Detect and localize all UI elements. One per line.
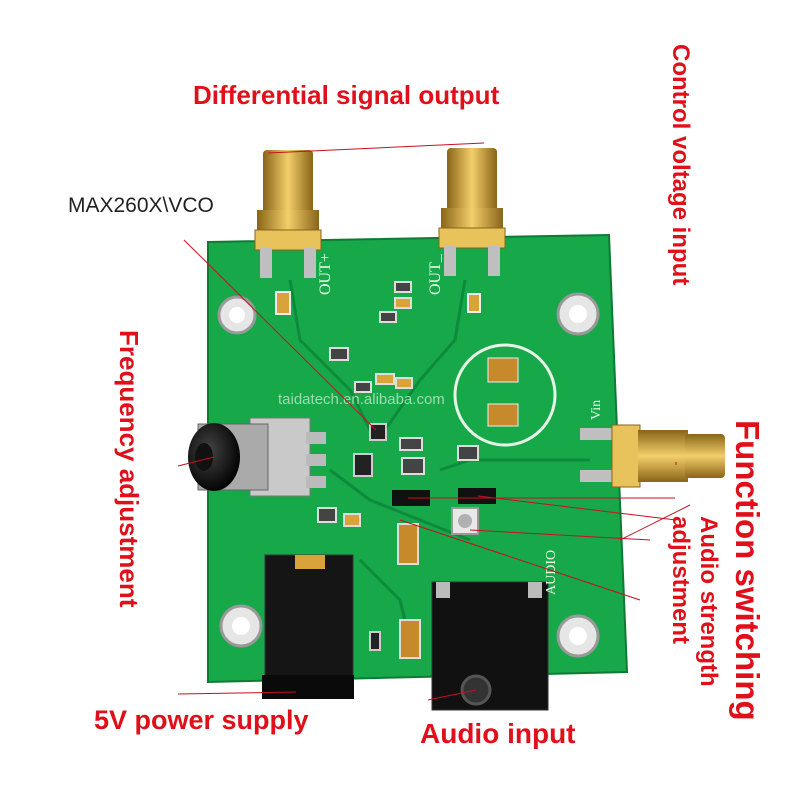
label-function-switching: Function switching <box>729 420 766 721</box>
sma-connector-out-plus <box>254 150 322 278</box>
silk-out-plus: OUT+ <box>317 253 334 295</box>
smd-components <box>275 281 481 659</box>
sma-connector-out-minus <box>438 148 506 276</box>
pointer-lines <box>177 142 691 701</box>
mounting-holes <box>217 292 600 658</box>
silk-out-minus: OUT_ <box>427 253 444 295</box>
label-audio-input: Audio input <box>420 718 576 749</box>
dc-power-jack <box>262 554 354 699</box>
label-control-voltage: Control voltage input <box>667 44 694 286</box>
audio-jack <box>431 581 549 711</box>
silk-audio: AUDIO <box>544 550 559 595</box>
label-chip-name: MAX260X\VCO <box>68 194 214 217</box>
label-frequency-adjustment: Frequency adjustment <box>114 330 144 608</box>
inductor <box>453 343 557 447</box>
watermark-text: taidatech.en.alibaba.com <box>278 391 445 408</box>
frequency-potentiometer <box>188 417 326 497</box>
silk-vin: Vin <box>589 400 604 420</box>
label-power-supply: 5V power supply <box>94 705 309 735</box>
label-differential-output: Differential signal output <box>193 80 500 110</box>
sma-connector-vin <box>580 424 725 488</box>
